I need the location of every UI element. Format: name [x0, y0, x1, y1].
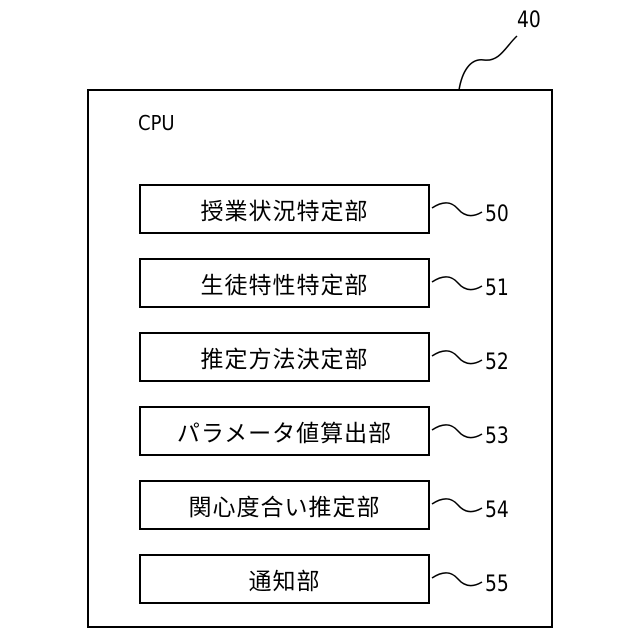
- module-ref-number: 53: [485, 426, 509, 448]
- module-lesson-status: 授業状況特定部: [139, 184, 430, 234]
- module-parameter-calc: パラメータ値算出部: [139, 406, 430, 456]
- leader-line-51: [432, 277, 482, 290]
- leader-line-55: [432, 573, 482, 586]
- module-label: パラメータ値算出部: [177, 414, 392, 448]
- module-label: 関心度合い推定部: [189, 488, 381, 522]
- leader-line-54: [432, 499, 482, 512]
- module-label: 授業状況特定部: [201, 192, 369, 226]
- module-ref-number: 55: [485, 574, 509, 596]
- leader-line-50: [432, 203, 482, 216]
- module-ref-number: 50: [485, 204, 509, 226]
- module-label: 推定方法決定部: [201, 340, 369, 374]
- module-interest-estimation: 関心度合い推定部: [139, 480, 430, 530]
- module-ref-number: 54: [485, 500, 509, 522]
- module-estimation-method: 推定方法決定部: [139, 332, 430, 382]
- module-student-traits: 生徒特性特定部: [139, 258, 430, 308]
- module-notification: 通知部: [139, 554, 430, 604]
- cpu-title: CPU: [138, 112, 175, 134]
- module-label: 通知部: [249, 562, 321, 596]
- module-ref-number: 51: [485, 278, 509, 300]
- leader-line-52: [432, 351, 482, 364]
- leader-line-53: [432, 425, 482, 438]
- cpu-ref-number: 40: [517, 10, 541, 32]
- module-label: 生徒特性特定部: [201, 266, 369, 300]
- cpu-leader-line: [459, 36, 517, 90]
- module-ref-number: 52: [485, 352, 509, 374]
